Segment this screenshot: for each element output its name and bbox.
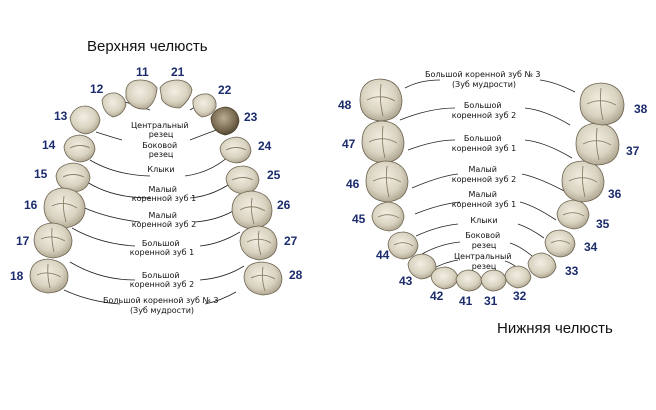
lower-number: 31 xyxy=(484,294,498,308)
lower-label: Малый коренной зуб 2 xyxy=(452,165,516,184)
tooth-26 xyxy=(231,190,273,230)
upper-number: 12 xyxy=(90,82,104,96)
upper-jaw-title: Верхняя челюсть xyxy=(87,38,208,55)
tooth-14 xyxy=(63,134,96,163)
tooth-11 xyxy=(125,79,158,110)
upper-number: 14 xyxy=(42,138,56,152)
upper-number: 18 xyxy=(10,269,24,283)
upper-number: 16 xyxy=(24,198,38,212)
tooth-47 xyxy=(361,120,405,164)
upper-teeth xyxy=(29,79,283,296)
lower-number: 32 xyxy=(513,289,527,303)
lower-teeth xyxy=(359,78,625,292)
upper-number: 27 xyxy=(284,234,298,248)
tooth-23 xyxy=(210,106,240,136)
lower-label: Малый коренной зуб 1 xyxy=(452,190,516,209)
tooth-45 xyxy=(371,201,405,232)
tooth-41 xyxy=(455,269,483,292)
lower-number: 46 xyxy=(346,177,360,191)
upper-number: 13 xyxy=(54,109,68,123)
tooth-12 xyxy=(101,92,127,118)
lower-number: 44 xyxy=(376,248,390,262)
tooth-36 xyxy=(561,160,605,203)
upper-number: 23 xyxy=(244,110,258,124)
tooth-33 xyxy=(527,252,557,279)
lower-jaw-title: Нижняя челюсть xyxy=(497,320,613,337)
upper-number: 25 xyxy=(267,168,281,182)
upper-number: 24 xyxy=(258,139,272,153)
lower-number: 35 xyxy=(596,217,610,231)
tooth-46 xyxy=(365,160,409,203)
lower-number: 33 xyxy=(565,264,579,278)
lower-number: 42 xyxy=(430,289,444,303)
tooth-16 xyxy=(43,187,86,229)
upper-label: Малый коренной зуб 2 xyxy=(132,211,196,229)
lower-number: 37 xyxy=(626,144,640,158)
tooth-42 xyxy=(430,266,459,290)
tooth-21 xyxy=(159,79,193,109)
lower-number: 48 xyxy=(338,98,352,112)
lower-number: 38 xyxy=(634,102,648,116)
lower-jaw: Нижняя челюсть xyxy=(338,70,648,337)
tooth-13 xyxy=(69,105,101,135)
upper-tooth-numbers: 11 12 13 14 15 16 17 18 21 22 23 24 25 2… xyxy=(10,65,303,283)
upper-label: Большой коренной зуб 1 xyxy=(130,239,194,257)
tooth-24 xyxy=(219,136,252,164)
upper-number: 15 xyxy=(34,167,48,181)
tooth-44 xyxy=(387,231,419,260)
lower-number: 47 xyxy=(342,137,356,151)
tooth-43 xyxy=(407,253,437,280)
tooth-32 xyxy=(504,265,532,289)
upper-label: Центральный резец xyxy=(131,121,191,139)
upper-label: Боковой резец xyxy=(142,141,179,159)
lower-tooth-numbers: 48 47 46 45 44 43 42 41 38 37 36 35 34 3… xyxy=(338,98,648,308)
lower-number: 34 xyxy=(584,240,598,254)
upper-labels: Центральный резец Боковой резец Клыки Ма… xyxy=(103,121,221,315)
upper-number: 22 xyxy=(218,83,232,97)
tooth-17 xyxy=(33,222,73,259)
tooth-35 xyxy=(556,199,590,230)
tooth-34 xyxy=(544,229,576,258)
tooth-37 xyxy=(575,122,620,166)
tooth-22 xyxy=(192,93,217,118)
upper-jaw: Верхняя челюсть xyxy=(10,38,303,315)
upper-number: 21 xyxy=(171,65,185,79)
tooth-18 xyxy=(29,258,69,294)
tooth-15 xyxy=(55,162,91,193)
upper-label: Малый коренной зуб 1 xyxy=(132,185,196,203)
lower-guide-lines xyxy=(399,79,576,271)
tooth-31 xyxy=(480,269,507,292)
lower-number: 41 xyxy=(459,294,473,308)
lower-number: 45 xyxy=(352,212,366,226)
lower-label: Большой коренной зуб 2 xyxy=(452,101,516,120)
upper-label: Большой коренной зуб № 3 (Зуб мудрости) xyxy=(103,296,221,315)
upper-label: Большой коренной зуб 2 xyxy=(130,271,194,289)
lower-labels: Большой коренной зуб № 3 (Зуб мудрости) … xyxy=(425,70,543,271)
lower-label: Боковой резец xyxy=(465,231,502,250)
upper-number: 11 xyxy=(136,65,149,79)
upper-number: 26 xyxy=(277,198,291,212)
lower-label: Центральный резец xyxy=(454,252,514,271)
lower-label: Клыки xyxy=(470,216,497,225)
tooth-48 xyxy=(359,78,403,122)
lower-label: Большой коренной зуб 1 xyxy=(452,134,516,153)
tooth-28 xyxy=(243,261,283,296)
upper-number: 28 xyxy=(289,268,303,282)
upper-number: 17 xyxy=(16,234,30,248)
upper-label: Клыки xyxy=(147,165,174,174)
lower-number: 36 xyxy=(608,187,622,201)
lower-label: Большой коренной зуб № 3 (Зуб мудрости) xyxy=(425,70,543,89)
lower-number: 43 xyxy=(399,274,413,288)
tooth-38 xyxy=(579,82,625,126)
tooth-25 xyxy=(225,165,260,195)
